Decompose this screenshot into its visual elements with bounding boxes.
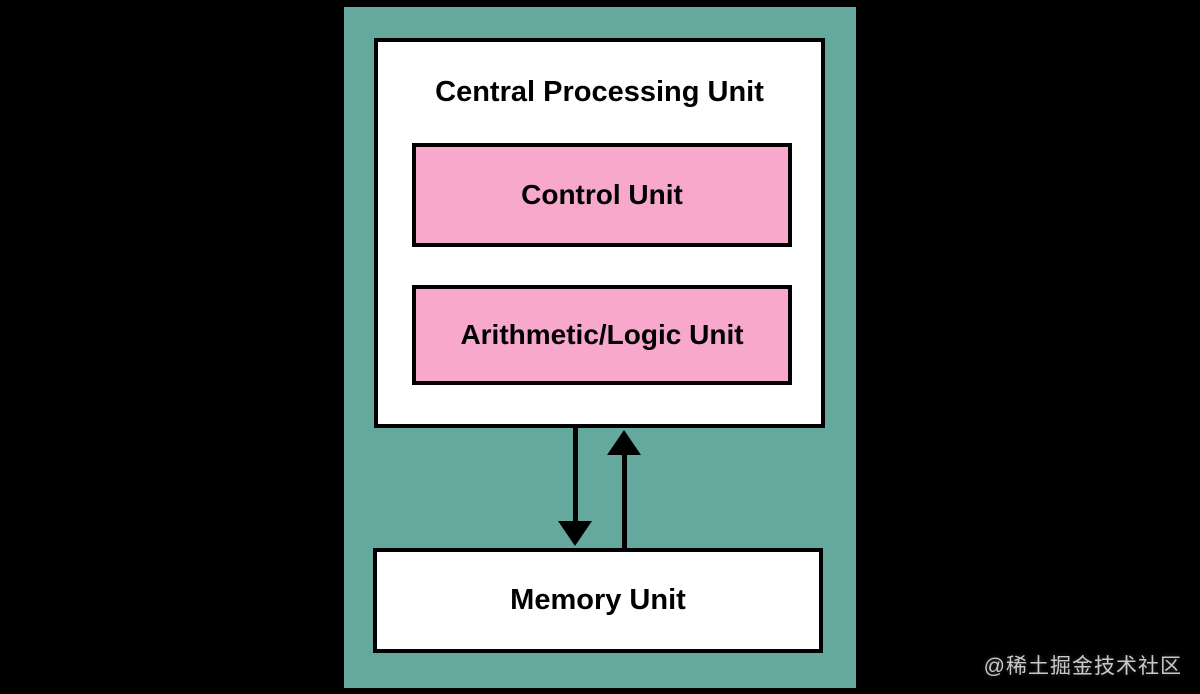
- arithmetic-logic-unit-label: Arithmetic/Logic Unit: [460, 319, 744, 350]
- arithmetic-logic-unit-box: Arithmetic/Logic Unit: [412, 285, 792, 385]
- memory-unit-label: Memory Unit: [510, 584, 686, 616]
- arrow-up-icon: [607, 430, 641, 455]
- arrow-memory-to-cpu-line: [622, 453, 627, 548]
- arrow-cpu-to-memory-line: [573, 428, 578, 524]
- arrow-down-icon: [558, 521, 592, 546]
- watermark: @稀土掘金技术社区: [983, 655, 1182, 678]
- cpu-title: Central Processing Unit: [435, 76, 764, 108]
- control-unit-box: Control Unit: [412, 143, 792, 247]
- control-unit-label: Control Unit: [521, 179, 683, 210]
- memory-unit-box: Memory Unit: [373, 548, 823, 653]
